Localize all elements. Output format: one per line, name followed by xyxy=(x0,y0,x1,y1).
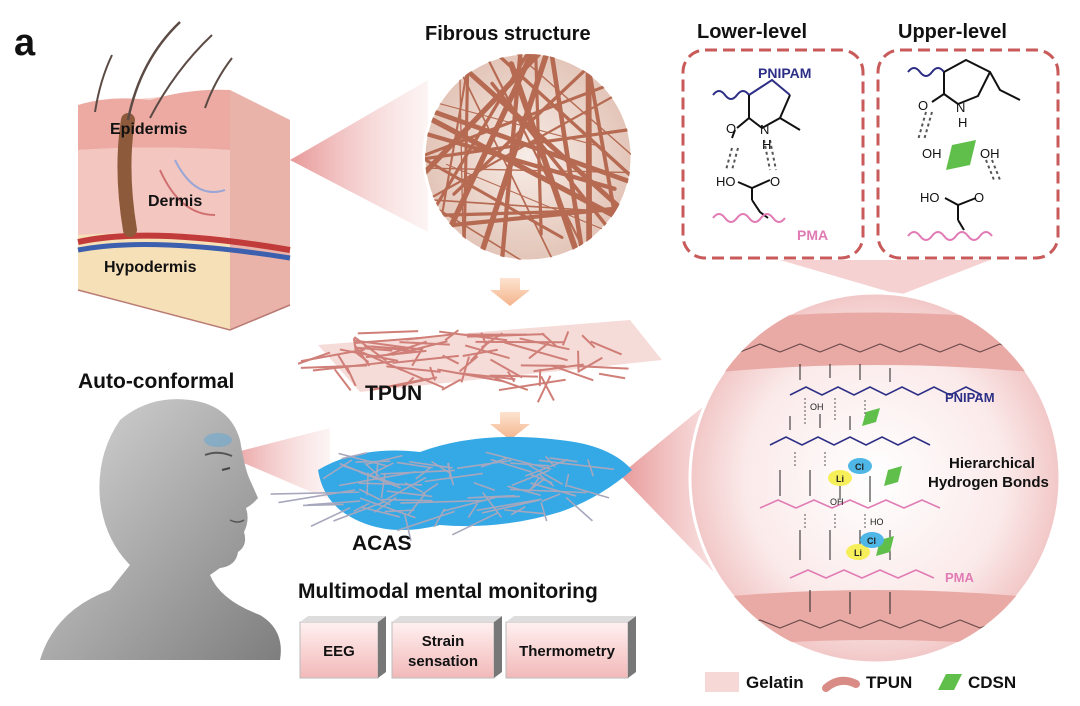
arrow-fiber-to-tpun xyxy=(490,278,530,306)
upper-h: H xyxy=(958,115,967,130)
circle-ho-1: HO xyxy=(870,517,884,527)
legend-swatch-cdsn xyxy=(938,674,962,690)
legend: Gelatin TPUN CDSN xyxy=(705,672,1016,692)
lower-h: H xyxy=(762,137,771,152)
legend-label-cdsn: CDSN xyxy=(968,673,1016,692)
title-lower-level: Lower-level xyxy=(697,21,807,43)
legend-swatch-tpun xyxy=(826,681,856,688)
upper-oh-right: OH xyxy=(980,146,1000,161)
lower-n: N xyxy=(760,122,769,137)
acas-fiber xyxy=(303,504,344,505)
head-bust xyxy=(40,399,281,660)
label-hypodermis: Hypodermis xyxy=(104,259,197,276)
label-acas: ACAS xyxy=(352,532,412,555)
fiber-strand xyxy=(588,36,589,331)
panel-letter: a xyxy=(14,22,36,64)
lower-label-pnipam: PNIPAM xyxy=(758,65,811,81)
lower-o-acid: O xyxy=(770,174,780,189)
upper-cdsn-sheet xyxy=(946,140,976,170)
beam-skin-to-fiber xyxy=(290,80,428,232)
acas-fiber xyxy=(355,461,390,462)
tpun-fiber xyxy=(599,374,625,379)
tpun-fiber xyxy=(578,351,579,373)
mode-strain-line2: sensation xyxy=(408,653,478,670)
title-auto-conformal: Auto-conformal xyxy=(78,370,234,393)
mode-box-strain: Strain sensation xyxy=(392,616,502,678)
label-tpun: TPUN xyxy=(365,382,422,405)
tpun-fiber xyxy=(521,365,566,366)
circle-li-2: Li xyxy=(854,548,862,558)
upper-n: N xyxy=(956,100,965,115)
legend-swatch-gelatin xyxy=(705,672,739,692)
tpun-fiber xyxy=(298,353,330,364)
legend-label-tpun: TPUN xyxy=(866,673,912,692)
lower-o-carbonyl: O xyxy=(726,121,736,136)
lower-ho: HO xyxy=(716,174,736,189)
circle-li-1: Li xyxy=(836,474,844,484)
circle-label-pma: PMA xyxy=(945,570,975,585)
circle-oh-1: OH xyxy=(810,402,824,412)
legend-label-gelatin: Gelatin xyxy=(746,673,804,692)
title-fibrous: Fibrous structure xyxy=(425,23,591,45)
tpun-fiber xyxy=(358,331,418,333)
mode-box-thermometry: Thermometry xyxy=(506,616,636,678)
tpun-fiber xyxy=(499,380,566,390)
hbond-title-line1: Hierarchical xyxy=(949,455,1035,472)
upper-o-acid: O xyxy=(974,190,984,205)
mode-box-eeg: EEG xyxy=(300,616,386,678)
circle-cl-1: Cl xyxy=(855,462,864,472)
circle-cl-2: Cl xyxy=(867,536,876,546)
upper-o-carbonyl: O xyxy=(918,98,928,113)
arrow-tpun-to-acas xyxy=(490,412,530,440)
mode-thermometry-label: Thermometry xyxy=(519,643,616,660)
mode-eeg-label: EEG xyxy=(323,643,355,660)
label-dermis: Dermis xyxy=(148,193,202,210)
lower-level-structure xyxy=(713,80,800,222)
mode-strain-line1: Strain xyxy=(422,633,465,650)
upper-ho: HO xyxy=(920,190,940,205)
upper-oh-left: OH xyxy=(922,146,942,161)
title-monitoring: Multimodal mental monitoring xyxy=(298,580,598,603)
circle-label-pnipam: PNIPAM xyxy=(945,390,995,405)
lower-label-pma: PMA xyxy=(797,227,828,243)
title-upper-level: Upper-level xyxy=(898,21,1007,43)
circle-oh-2: OH xyxy=(830,497,844,507)
beam-boxes-to-circle xyxy=(780,260,990,295)
skin-illustration xyxy=(78,22,290,330)
label-epidermis: Epidermis xyxy=(110,121,187,138)
hbond-title-line2: Hydrogen Bonds xyxy=(928,474,1049,491)
